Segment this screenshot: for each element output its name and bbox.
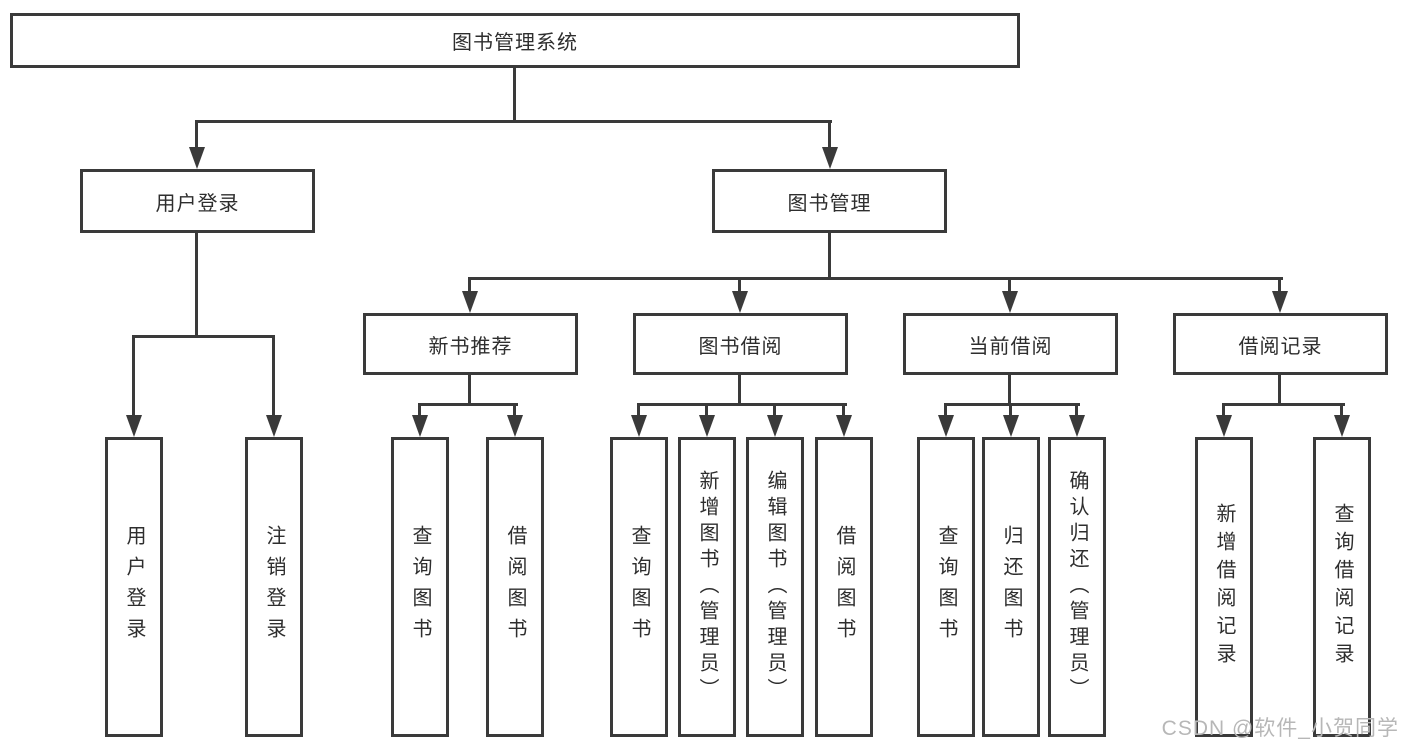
arrow-down-icon — [1002, 291, 1018, 313]
connector-line — [637, 403, 847, 406]
connector-line — [1222, 403, 1345, 406]
node-leaf-add-book-admin: 新增图书（管理员） — [678, 437, 736, 737]
connector-line — [418, 403, 421, 417]
arrow-down-icon — [189, 147, 205, 169]
connector-line — [1008, 277, 1011, 293]
connector-line — [272, 335, 275, 415]
arrow-down-icon — [822, 147, 838, 169]
arrow-down-icon — [126, 415, 142, 437]
connector-line — [513, 403, 516, 417]
arrow-down-icon — [1216, 415, 1232, 437]
connector-line — [637, 403, 640, 417]
connector-line — [1340, 403, 1343, 417]
arrow-down-icon — [1334, 415, 1350, 437]
connector-line — [468, 277, 1283, 280]
connector-line — [738, 277, 741, 293]
arrow-down-icon — [412, 415, 428, 437]
node-root-label: 图书管理系统 — [452, 32, 578, 54]
arrow-down-icon — [1003, 415, 1019, 437]
connector-line — [513, 68, 516, 123]
node-root-library-system: 图书管理系统 — [10, 13, 1020, 68]
arrow-down-icon — [1069, 415, 1085, 437]
node-leaf-borrow-book-recommend-label: 借阅图书 — [504, 525, 526, 649]
connector-line — [828, 120, 831, 150]
node-user-login-label: 用户登录 — [155, 192, 240, 215]
connector-line — [195, 120, 832, 123]
node-leaf-query-book-current: 查询图书 — [917, 437, 975, 737]
arrow-down-icon — [836, 415, 852, 437]
node-leaf-user-login-label: 用户登录 — [123, 525, 145, 649]
node-leaf-query-borrow-record: 查询借阅记录 — [1313, 437, 1371, 737]
connector-line — [944, 403, 1080, 406]
connector-line — [944, 403, 947, 417]
node-leaf-query-borrow-record-label: 查询借阅记录 — [1331, 503, 1353, 671]
arrow-down-icon — [507, 415, 523, 437]
node-leaf-add-book-admin-label: 新增图书（管理员） — [696, 470, 718, 704]
arrow-down-icon — [462, 291, 478, 313]
connector-line — [468, 277, 471, 293]
connector-line — [195, 233, 198, 338]
node-current-borrowing-label: 当前借阅 — [968, 335, 1053, 358]
node-leaf-query-book-recommend: 查询图书 — [391, 437, 449, 737]
arrow-down-icon — [631, 415, 647, 437]
node-leaf-return-book-label: 归还图书 — [1000, 525, 1022, 649]
node-book-borrowing: 图书借阅 — [633, 313, 848, 375]
node-book-borrowing-label: 图书借阅 — [698, 335, 783, 358]
connector-line — [1075, 403, 1078, 417]
arrow-down-icon — [732, 291, 748, 313]
node-leaf-query-book-borrowing: 查询图书 — [610, 437, 668, 737]
arrow-down-icon — [1272, 291, 1288, 313]
arrow-down-icon — [266, 415, 282, 437]
connector-line — [705, 403, 708, 417]
node-book-management: 图书管理 — [712, 169, 947, 233]
node-user-login: 用户登录 — [80, 169, 315, 233]
connector-line — [132, 335, 135, 415]
node-borrowing-records: 借阅记录 — [1173, 313, 1388, 375]
connector-line — [468, 375, 471, 406]
csdn-watermark: CSDN @软件_小贺同学 — [1161, 717, 1399, 740]
arrow-down-icon — [767, 415, 783, 437]
node-leaf-confirm-return-admin-label: 确认归还（管理员） — [1066, 470, 1088, 704]
node-leaf-query-book-current-label: 查询图书 — [935, 525, 957, 649]
node-leaf-confirm-return-admin: 确认归还（管理员） — [1048, 437, 1106, 737]
node-leaf-logout-label: 注销登录 — [263, 525, 285, 649]
node-leaf-query-book-recommend-label: 查询图书 — [409, 525, 431, 649]
connector-line — [1278, 277, 1281, 293]
node-leaf-borrow-book-recommend: 借阅图书 — [486, 437, 544, 737]
arrow-down-icon — [699, 415, 715, 437]
node-leaf-user-login: 用户登录 — [105, 437, 163, 737]
node-borrowing-records-label: 借阅记录 — [1238, 335, 1323, 358]
connector-line — [1278, 375, 1281, 406]
arrow-down-icon — [938, 415, 954, 437]
connector-line — [1009, 403, 1012, 417]
node-leaf-borrow-book-borrowing-label: 借阅图书 — [833, 525, 855, 649]
connector-line — [418, 403, 518, 406]
node-leaf-query-book-borrowing-label: 查询图书 — [628, 525, 650, 649]
connector-line — [842, 403, 845, 417]
connector-line — [773, 403, 776, 417]
node-leaf-edit-book-admin: 编辑图书（管理员） — [746, 437, 804, 737]
connector-line — [738, 375, 741, 406]
node-leaf-add-borrow-record-label: 新增借阅记录 — [1213, 503, 1235, 671]
connector-line — [1222, 403, 1225, 417]
node-leaf-add-borrow-record: 新增借阅记录 — [1195, 437, 1253, 737]
connector-line — [132, 335, 275, 338]
node-new-book-recommend-label: 新书推荐 — [428, 335, 513, 358]
connector-line — [195, 120, 198, 150]
node-book-management-label: 图书管理 — [787, 192, 872, 215]
node-leaf-return-book: 归还图书 — [982, 437, 1040, 737]
node-new-book-recommend: 新书推荐 — [363, 313, 578, 375]
connector-line — [1008, 375, 1011, 406]
node-leaf-edit-book-admin-label: 编辑图书（管理员） — [764, 470, 786, 704]
node-current-borrowing: 当前借阅 — [903, 313, 1118, 375]
node-leaf-borrow-book-borrowing: 借阅图书 — [815, 437, 873, 737]
connector-line — [828, 233, 831, 280]
node-leaf-logout: 注销登录 — [245, 437, 303, 737]
